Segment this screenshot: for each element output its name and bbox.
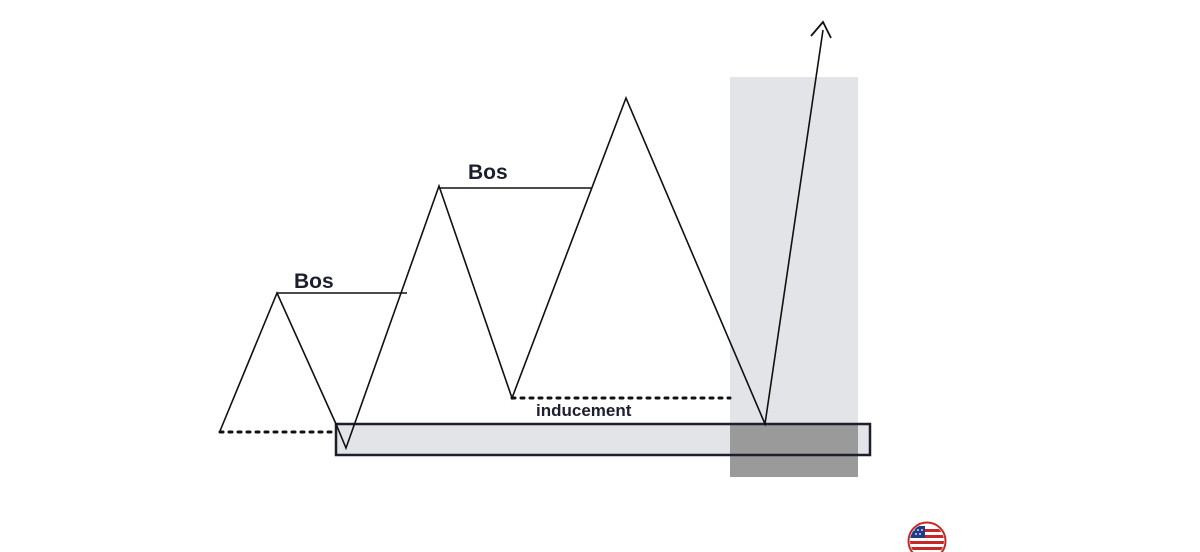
bos-label-2: Bos bbox=[468, 161, 508, 184]
us-flag-badge-icon bbox=[907, 521, 947, 552]
horizontal-zone-border bbox=[334, 422, 872, 457]
arrow-head-icon bbox=[810, 20, 832, 39]
bos-label-1: Bos bbox=[294, 270, 334, 293]
zone-overlap bbox=[730, 424, 858, 477]
vertical-demand-zone bbox=[730, 77, 858, 477]
price-path bbox=[219, 29, 824, 451]
inducement-label: inducement bbox=[536, 401, 632, 420]
